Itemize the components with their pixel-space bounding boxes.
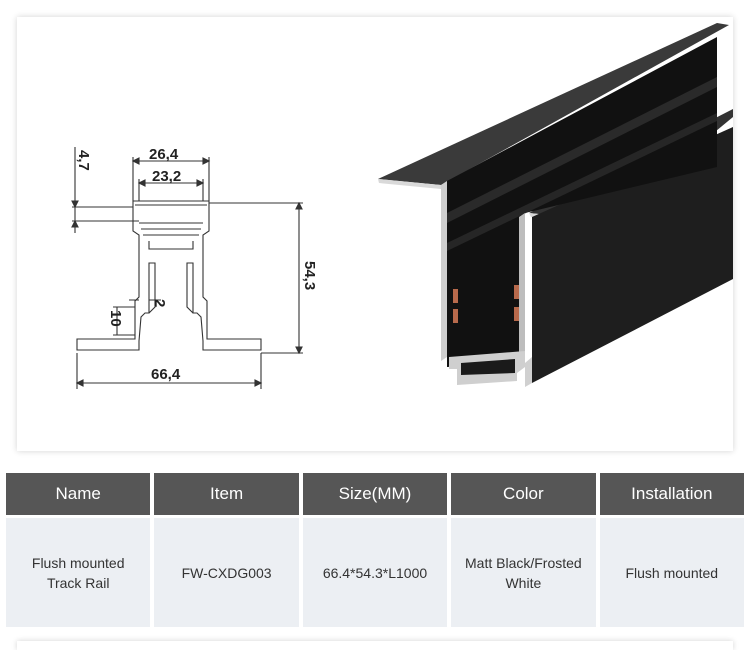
dim-top-inner: 23,2: [152, 168, 181, 185]
dim-height: 54,3: [301, 261, 318, 290]
header-installation: Installation: [599, 473, 744, 518]
dim-top-outer: 26,4: [149, 146, 179, 163]
dim-lip: 4,7: [75, 150, 92, 171]
cell-installation: Flush mounted: [599, 518, 744, 627]
header-size: Size(MM): [302, 473, 448, 518]
table-row: Flush mounted Track Rail FW-CXDG003 66.4…: [6, 518, 744, 627]
dimension-labels: 26,4 23,2 4,7 54,3 2 10 66,4: [75, 146, 318, 383]
header-color: Color: [451, 473, 596, 518]
next-panel-edge: [17, 641, 733, 650]
dim-bottom: 66,4: [151, 366, 181, 383]
cell-item: FW-CXDG003: [154, 518, 299, 627]
spec-table: Name Item Size(MM) Color Installation Fl…: [2, 473, 748, 627]
track-rail-render: [378, 23, 733, 387]
cell-size: 66.4*54.3*L1000: [302, 518, 448, 627]
cross-section-drawing: [71, 147, 303, 389]
table-header-row: Name Item Size(MM) Color Installation: [6, 473, 744, 518]
cell-name: Flush mounted Track Rail: [6, 518, 151, 627]
product-illustration: 26,4 23,2 4,7 54,3 2 10 66,4: [71, 23, 733, 389]
dim-slot: 2: [151, 299, 168, 307]
header-item: Item: [154, 473, 299, 518]
product-image-panel: 26,4 23,2 4,7 54,3 2 10 66,4: [17, 17, 733, 451]
header-name: Name: [6, 473, 151, 518]
cell-color: Matt Black/Frosted White: [451, 518, 596, 627]
dim-depth: 10: [107, 310, 124, 327]
